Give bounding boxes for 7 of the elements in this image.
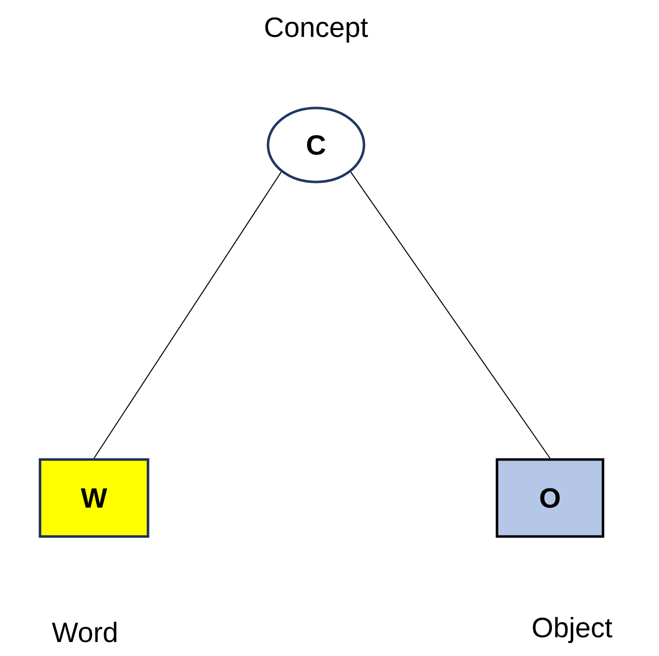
node-caption: Word: [52, 622, 116, 642]
connector-line: [94, 172, 282, 459]
node-caption: Concept: [265, 17, 368, 43]
connector-line: [350, 172, 550, 459]
term-box: O: [496, 458, 604, 538]
node-caption: Object: [532, 616, 612, 644]
term-box: W: [38, 458, 150, 538]
